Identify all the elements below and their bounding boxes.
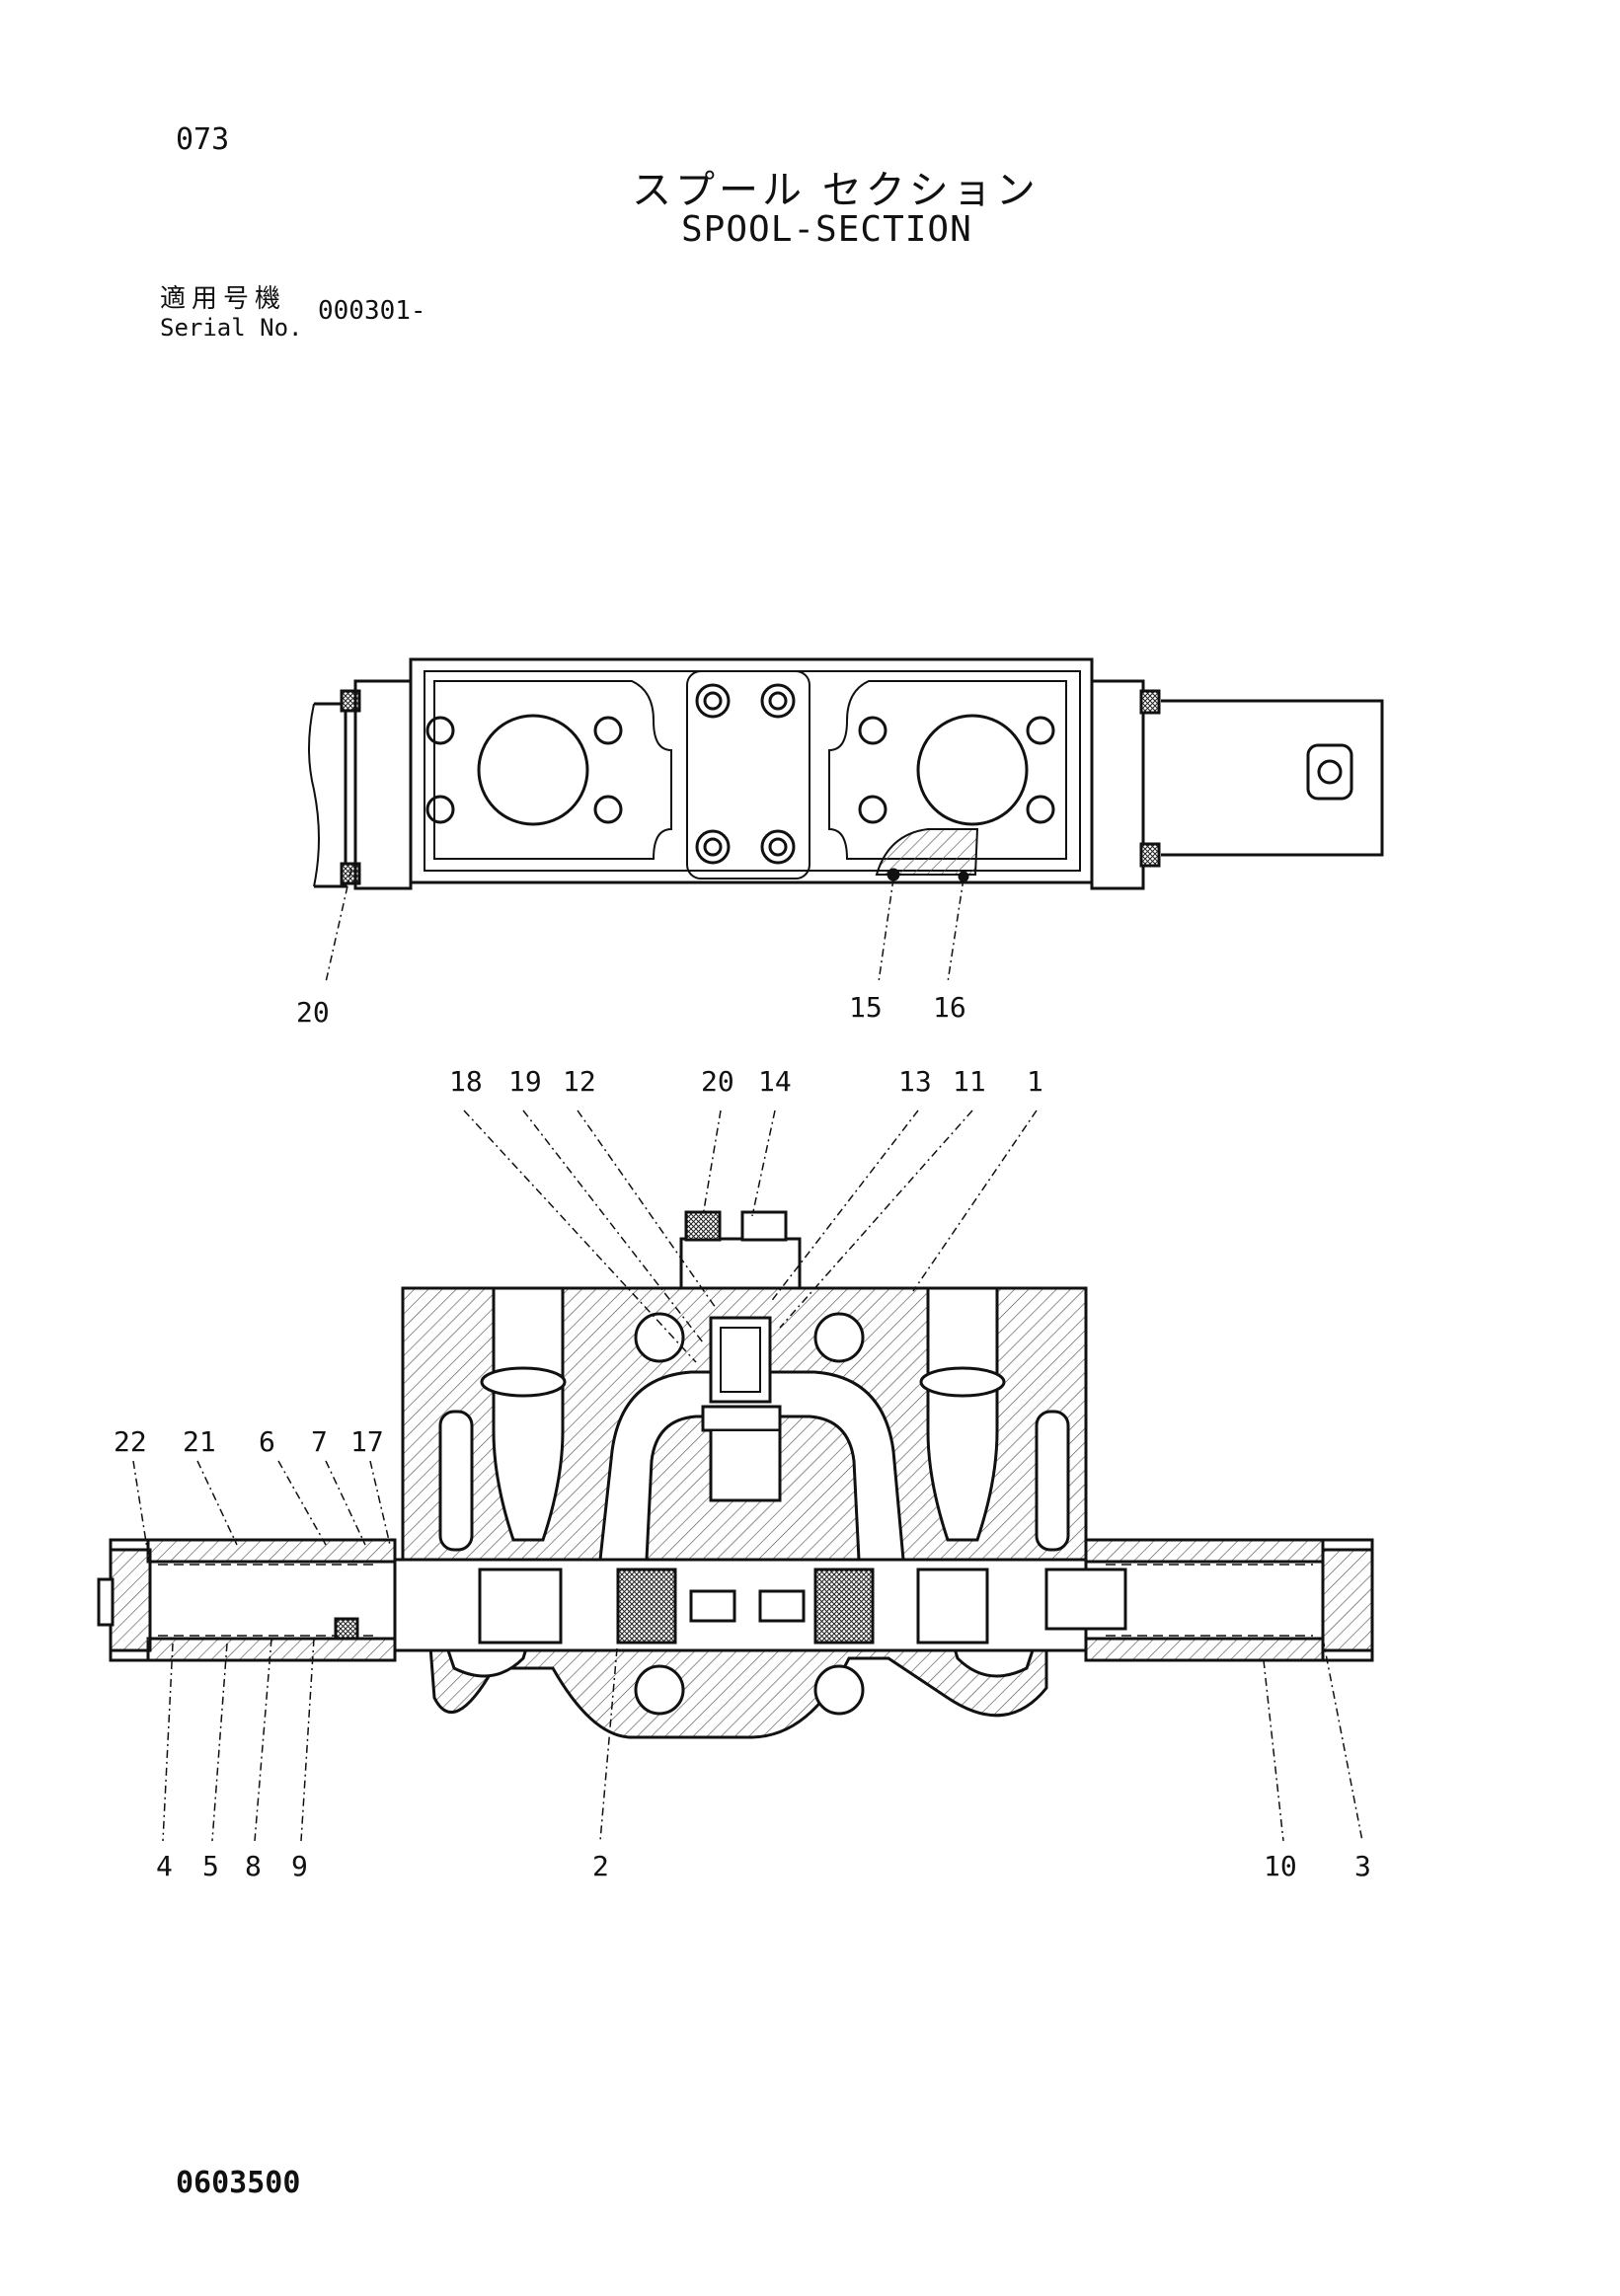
callout-13: 13 — [898, 1065, 932, 1098]
callout-7: 7 — [311, 1425, 328, 1458]
callout-1: 1 — [1027, 1065, 1043, 1098]
page-number: 073 — [176, 122, 230, 157]
callout-10: 10 — [1264, 1850, 1297, 1882]
callout-21: 21 — [183, 1425, 216, 1458]
callout-20-top: 20 — [296, 996, 330, 1029]
section-leader-lines — [132, 1110, 1363, 1842]
callout-16: 16 — [933, 991, 966, 1024]
section-view — [97, 1210, 1374, 1739]
document-code: 0603500 — [176, 2166, 301, 2200]
callout-12: 12 — [563, 1065, 596, 1098]
callout-14: 14 — [758, 1065, 792, 1098]
callout-15: 15 — [849, 991, 883, 1024]
callout-20-section: 20 — [701, 1065, 734, 1098]
serial-number-value: 000301- — [318, 296, 426, 326]
callout-22: 22 — [114, 1425, 147, 1458]
top-view — [308, 657, 1384, 983]
callout-19: 19 — [508, 1065, 542, 1098]
serial-label-japanese: 適用号機 — [160, 284, 287, 314]
callout-17: 17 — [350, 1425, 384, 1458]
callout-18: 18 — [449, 1065, 483, 1098]
callout-5: 5 — [202, 1850, 219, 1882]
callout-11: 11 — [953, 1065, 986, 1098]
callout-2: 2 — [592, 1850, 609, 1882]
callout-4: 4 — [156, 1850, 173, 1882]
callout-8: 8 — [245, 1850, 262, 1882]
serial-label-english: Serial No. — [160, 314, 303, 342]
callout-3: 3 — [1354, 1850, 1371, 1882]
title-english: SPOOL-SECTION — [681, 209, 972, 250]
callout-9: 9 — [291, 1850, 308, 1882]
title-japanese: スプール セクション — [632, 168, 1040, 213]
callout-6: 6 — [259, 1425, 275, 1458]
